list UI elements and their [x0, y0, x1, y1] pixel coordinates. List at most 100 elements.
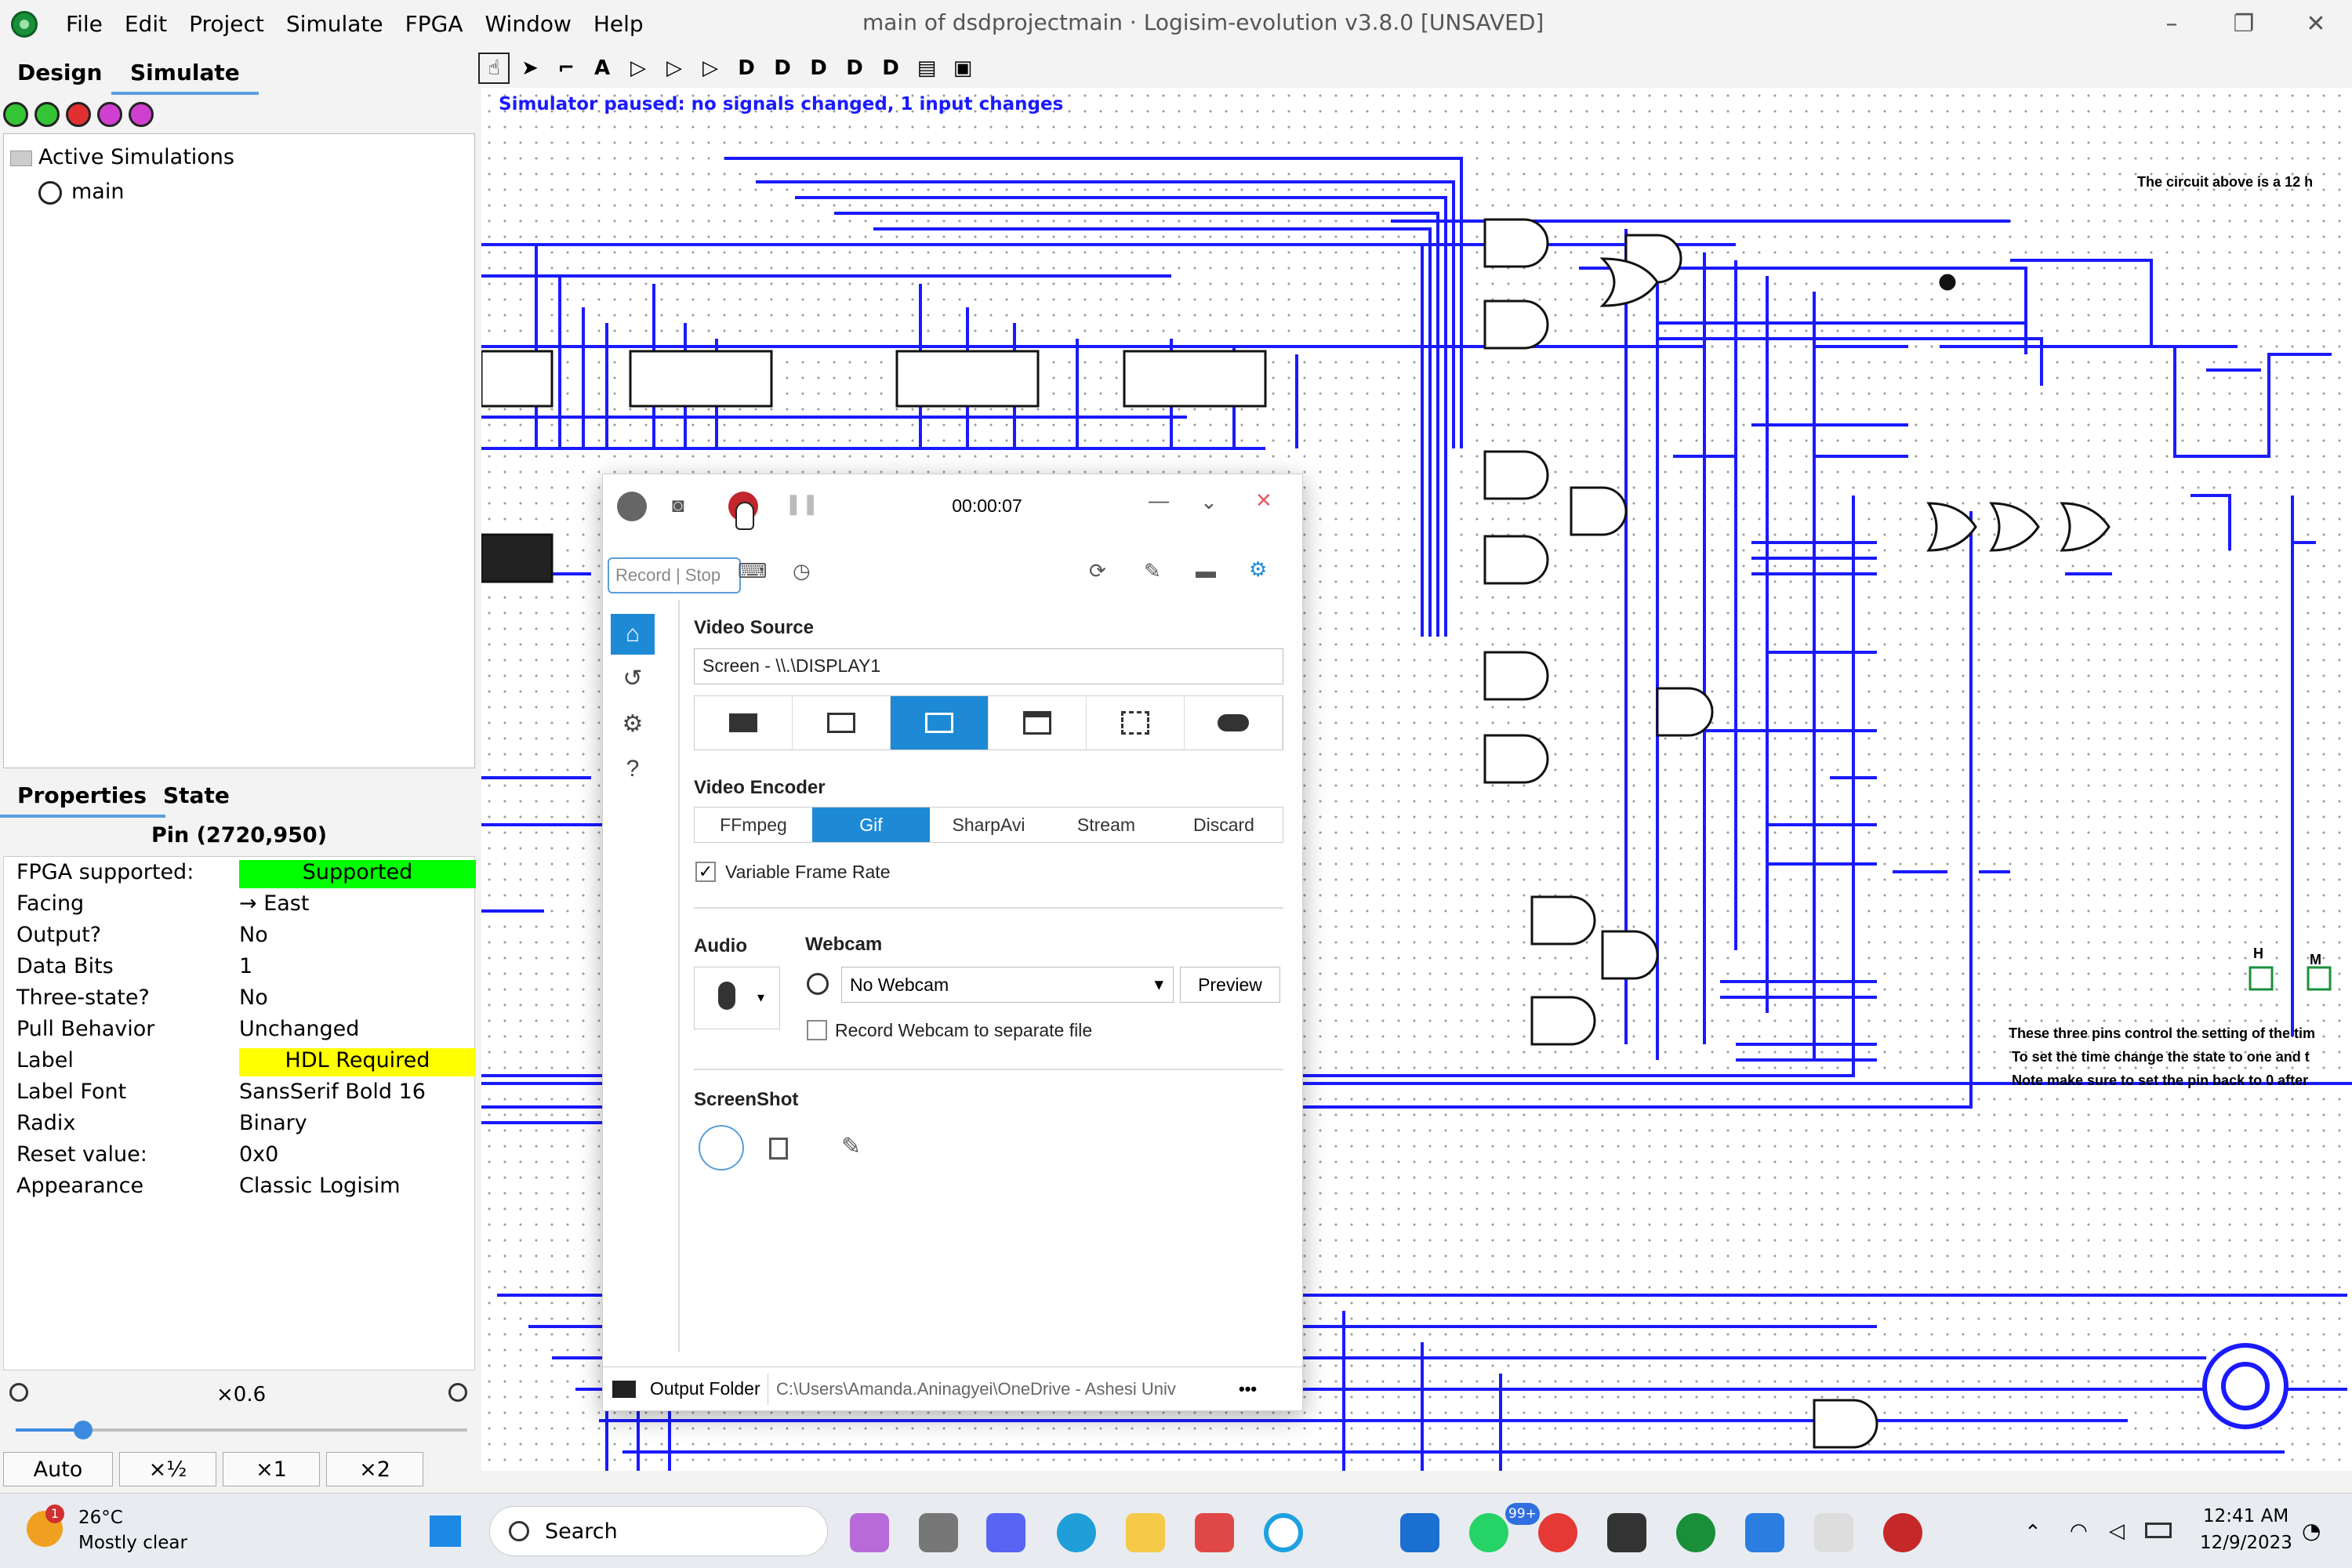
text-tool-icon[interactable]: A [593, 56, 611, 80]
prop-value-pull[interactable]: Unchanged [239, 1017, 360, 1041]
main-sim-node[interactable]: main [38, 180, 124, 205]
pause-icon[interactable]: ❚❚ [785, 492, 819, 515]
zoom-slider[interactable] [16, 1421, 467, 1439]
chrome-icon[interactable] [1538, 1513, 1577, 1552]
taskbar-search[interactable]: Search [489, 1506, 828, 1556]
prop-value-appearance[interactable]: Classic Logisim [239, 1174, 401, 1198]
appearance-icon[interactable]: ▣ [953, 56, 973, 80]
logisim-taskbar-icon[interactable] [1676, 1513, 1715, 1552]
history-icon[interactable]: ↺ [622, 665, 643, 691]
prop-value-radix[interactable]: Binary [239, 1111, 307, 1135]
screen-source-icon[interactable] [891, 696, 989, 750]
encoder-sharpavi[interactable]: SharpAvi [952, 814, 1025, 835]
prop-value-reset[interactable]: 0x0 [239, 1142, 279, 1167]
xor-gate-icon[interactable]: D [810, 56, 827, 80]
webcam-preview-button[interactable]: Preview [1180, 967, 1280, 1003]
output-folder-label[interactable]: Output Folder [650, 1378, 760, 1399]
tab-properties[interactable]: Properties [0, 782, 166, 818]
step-icon[interactable] [34, 102, 60, 127]
edit-pencil-icon[interactable]: ✎ [841, 1134, 862, 1160]
webcam-select[interactable]: No Webcam▾ [841, 967, 1174, 1003]
webcam-source-icon[interactable] [695, 696, 793, 750]
encoder-ffmpeg[interactable]: FFmpeg [720, 814, 787, 835]
active-simulations-node[interactable]: Active Simulations [10, 145, 234, 169]
camera-icon[interactable]: ◙ [672, 493, 684, 517]
keyboard-icon[interactable]: ⌨ [738, 559, 768, 583]
input-pin-icon[interactable]: ▷ [630, 56, 646, 80]
collapse-icon[interactable] [617, 492, 647, 521]
terminal-icon[interactable] [1607, 1513, 1646, 1552]
zoom-2-button[interactable]: ×2 [326, 1452, 423, 1486]
nor-gate-icon[interactable]: D [882, 56, 899, 80]
chevron-up-icon[interactable]: ⌃ [2024, 1521, 2042, 1544]
prop-value-fpga[interactable]: Supported [239, 860, 476, 888]
cortana-icon[interactable] [1264, 1513, 1303, 1552]
video-source-value[interactable]: Screen - \\.\DISPLAY1 [694, 648, 1283, 684]
zoom-1-button[interactable]: ×1 [223, 1452, 320, 1486]
prop-value-label[interactable]: HDL Required [239, 1048, 476, 1076]
output-pin-icon[interactable]: ▷ [666, 56, 682, 80]
menu-fpga[interactable]: FPGA [405, 11, 463, 37]
tab-state[interactable]: State [163, 782, 230, 808]
separate-webcam-checkbox[interactable] [807, 1020, 827, 1040]
region-source-icon[interactable] [793, 696, 891, 750]
folder-icon[interactable]: ▬ [1196, 559, 1216, 583]
tab-simulate[interactable]: Simulate [111, 60, 259, 95]
windows-start-icon[interactable] [430, 1515, 461, 1547]
prop-value-threestate[interactable]: No [239, 985, 268, 1010]
menu-window[interactable]: Window [485, 11, 572, 37]
task-view-icon[interactable] [919, 1513, 958, 1552]
tab-design[interactable]: Design [17, 60, 103, 85]
teams-icon[interactable] [986, 1513, 1025, 1552]
help-icon[interactable]: ? [626, 756, 640, 782]
outlook-icon[interactable] [1400, 1513, 1439, 1552]
brush-icon[interactable]: ✎ [1144, 559, 1161, 583]
fullscreen-source-icon[interactable] [1087, 696, 1185, 750]
prop-value-facing[interactable]: → East [239, 891, 310, 916]
settings-gear-icon[interactable]: ⚙ [1249, 557, 1268, 581]
stopwatch-icon[interactable]: ◷ [793, 559, 811, 583]
clipboard-icon[interactable] [769, 1138, 788, 1160]
close-button[interactable]: ✕ [2306, 9, 2326, 38]
prop-value-databits[interactable]: 1 [239, 954, 253, 978]
hand-tool-icon[interactable]: ☝ [478, 53, 510, 84]
notification-bell-icon[interactable]: ◔ [2302, 1518, 2321, 1544]
nand-gate-icon[interactable]: D [846, 56, 863, 80]
menu-help[interactable]: Help [593, 11, 644, 37]
maximize-button[interactable]: ❐ [2233, 9, 2255, 38]
file-explorer-icon[interactable] [1126, 1513, 1165, 1552]
play-icon[interactable] [3, 102, 28, 127]
menu-file[interactable]: File [66, 11, 103, 37]
encoder-stream[interactable]: Stream [1076, 814, 1136, 835]
edge-icon[interactable] [1057, 1513, 1096, 1552]
or-gate-icon[interactable]: D [774, 56, 791, 80]
and-gate-icon[interactable]: D [738, 56, 755, 80]
minimize-button[interactable]: – [2165, 9, 2178, 38]
gear-icon[interactable]: ⚙ [622, 710, 644, 737]
screen-recorder-icon[interactable] [1883, 1513, 1922, 1552]
snipping-icon[interactable] [1814, 1513, 1853, 1552]
whatsapp-icon[interactable] [1469, 1513, 1508, 1552]
store-icon[interactable] [1195, 1513, 1234, 1552]
not-gate-icon[interactable]: ▷ [702, 56, 718, 80]
tick-enable-icon[interactable] [129, 102, 154, 127]
copilot-icon[interactable] [850, 1513, 889, 1552]
volume-icon[interactable]: ◁ [2109, 1519, 2125, 1543]
home-icon[interactable]: ⌂ [611, 614, 655, 655]
select-tool-icon[interactable]: ➤ [521, 56, 539, 80]
wifi-icon[interactable]: ◠ [2070, 1519, 2088, 1543]
zoom-slider-knob[interactable] [74, 1421, 93, 1439]
refresh-icon[interactable]: ⟳ [1089, 559, 1106, 583]
more-options-button[interactable]: ••• [1239, 1378, 1258, 1399]
menu-simulate[interactable]: Simulate [285, 11, 383, 37]
save-file-icon[interactable] [699, 1125, 744, 1171]
zoom-auto-button[interactable]: Auto [3, 1452, 113, 1486]
vscode-icon[interactable] [1745, 1513, 1784, 1552]
minimize-icon[interactable]: — [1149, 488, 1169, 512]
encoder-discard[interactable]: Discard [1193, 814, 1254, 835]
microphone-button[interactable]: ▾ [694, 967, 780, 1029]
zoom-half-button[interactable]: ×½ [119, 1452, 216, 1486]
wire-tool-icon[interactable]: ⌐ [557, 56, 575, 80]
prop-value-labelfont[interactable]: SansSerif Bold 16 [239, 1080, 426, 1104]
tick-icon[interactable] [97, 102, 122, 127]
